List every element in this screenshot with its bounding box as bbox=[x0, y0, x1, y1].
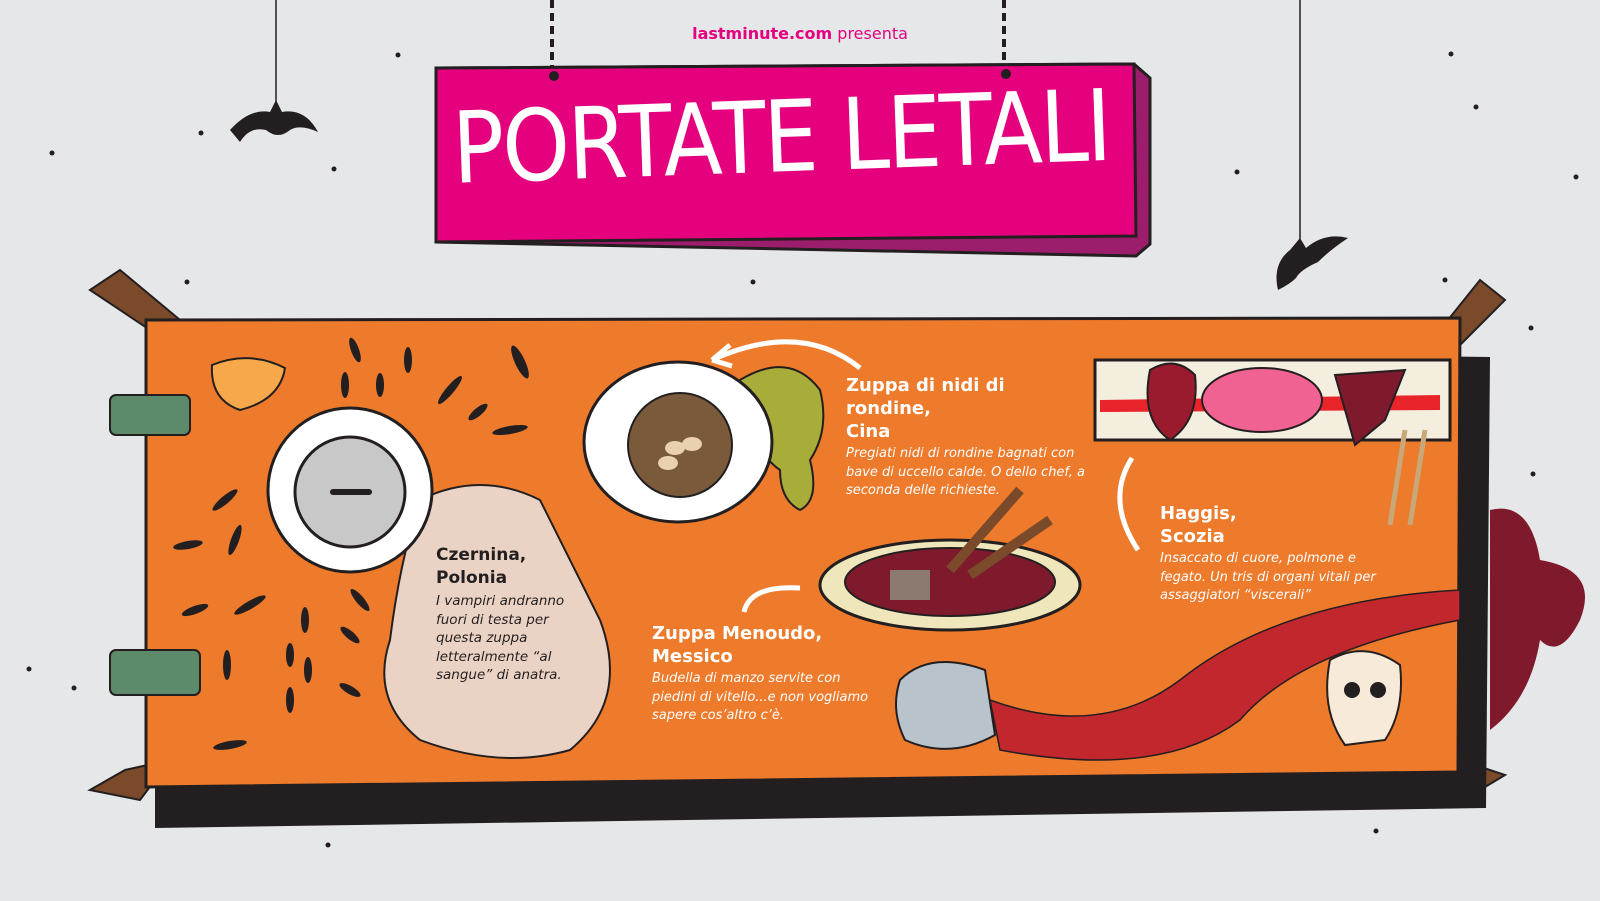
dish-menoudo: Zuppa Menoudo,Messico Budella di manzo s… bbox=[652, 622, 877, 726]
presents-label: presenta bbox=[837, 24, 908, 43]
bat-icon bbox=[230, 0, 318, 142]
mask-icon bbox=[210, 357, 287, 412]
arrow-icon bbox=[710, 339, 862, 370]
menoudo-dish-icon bbox=[818, 486, 1082, 632]
dish-description: Pregiati nidi di rondine bagnati con bav… bbox=[846, 446, 1086, 498]
dish-country: Polonia bbox=[436, 568, 508, 588]
brand-logo[interactable]: lastminute.com bbox=[692, 24, 833, 43]
dish-country: Messico bbox=[652, 646, 733, 667]
dish-description: Budella di manzo servite con piedini di … bbox=[652, 671, 869, 723]
dish-nidi-di-rondine: Zuppa di nidi di rondine,Cina Pregiati n… bbox=[846, 374, 1086, 501]
page-title: PORTATE LETALI bbox=[450, 69, 1112, 207]
skull-icon bbox=[1326, 650, 1402, 747]
dish-name: Zuppa Menoudo, bbox=[652, 623, 823, 644]
dish-name: Haggis, bbox=[1160, 503, 1237, 524]
dish-name: Czernina, bbox=[436, 545, 527, 565]
decorative-dots bbox=[26, 51, 1579, 848]
bowl-icon bbox=[266, 406, 434, 574]
dish-czernina: Czernina, Polonia I vampiri andranno fuor… bbox=[436, 544, 576, 685]
hand-icon bbox=[109, 394, 201, 696]
jug-icon bbox=[895, 661, 997, 750]
arrow-head bbox=[710, 343, 733, 369]
dish-description: Insaccato di cuore, polmone e fegato. Un… bbox=[1160, 551, 1376, 603]
title-sign bbox=[434, 62, 1152, 258]
nest-plate-icon bbox=[582, 360, 774, 524]
haggis-plate-icon bbox=[1093, 358, 1452, 526]
brand-header: lastminute.com presenta bbox=[0, 24, 1600, 43]
dish-name: Zuppa di nidi di rondine, bbox=[846, 375, 1005, 419]
sign-chains bbox=[550, 0, 1006, 72]
dish-country: Scozia bbox=[1160, 526, 1225, 547]
blood-drip bbox=[1490, 508, 1585, 730]
arrow-icon bbox=[1117, 456, 1141, 552]
dish-haggis: Haggis,Scozia Insaccato di cuore, polmon… bbox=[1160, 502, 1400, 606]
cockroach-icons bbox=[173, 337, 529, 750]
arrow-icon bbox=[741, 585, 801, 613]
soup-spill bbox=[383, 484, 611, 759]
bat-icon bbox=[1276, 0, 1348, 290]
dish-description: I vampiri andranno fuori di testa per qu… bbox=[436, 593, 565, 683]
dish-country: Cina bbox=[846, 421, 891, 442]
blood-spill bbox=[989, 589, 1461, 761]
